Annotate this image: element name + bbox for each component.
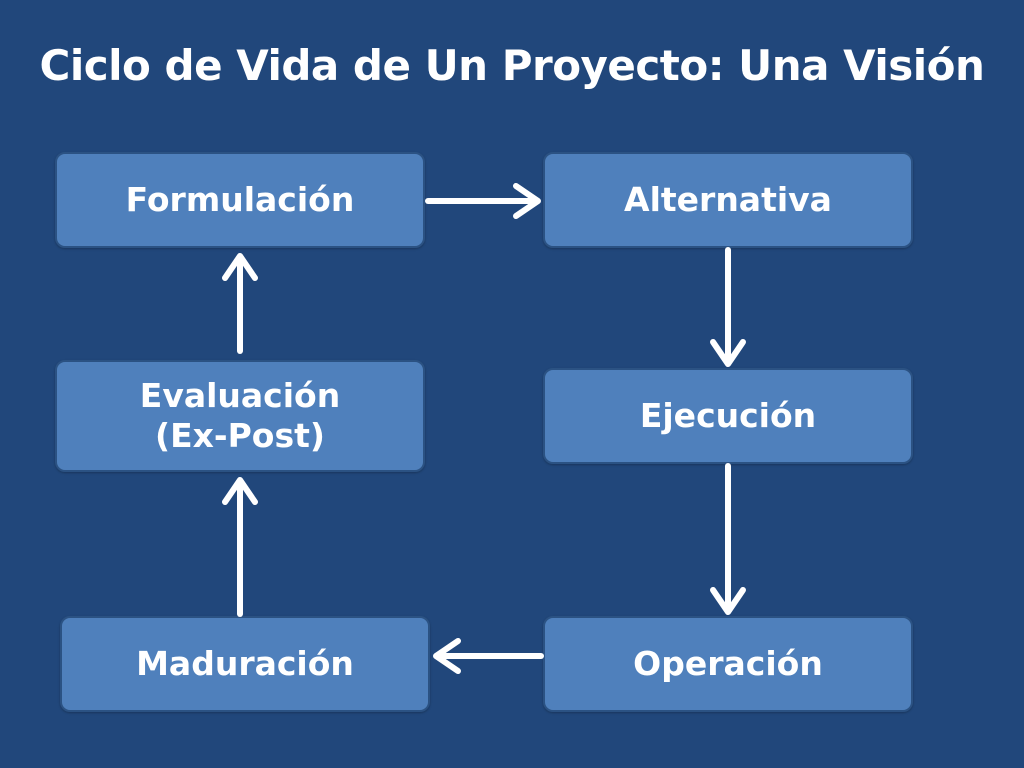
- node-maduracion: Maduración: [60, 616, 430, 712]
- arrow-evaluacion-to-formulacion: [222, 253, 258, 354]
- node-alternativa: Alternativa: [543, 152, 913, 248]
- node-formulacion: Formulación: [55, 152, 425, 248]
- node-evaluacion: Evaluación (Ex-Post): [55, 360, 425, 472]
- page-title: Ciclo de Vida de Un Proyecto: Una Visión: [39, 41, 985, 90]
- node-operacion: Operación: [543, 616, 913, 712]
- node-ejecucion: Ejecución: [543, 368, 913, 464]
- arrow-alternativa-to-ejecucion: [710, 247, 746, 367]
- node-evaluacion-label-line1: Evaluación: [139, 375, 341, 415]
- arrow-formulacion-to-alternativa: [425, 183, 541, 219]
- node-formulacion-label: Formulación: [125, 179, 355, 219]
- node-alternativa-label: Alternativa: [624, 179, 832, 219]
- node-maduracion-label: Maduración: [136, 643, 354, 683]
- node-ejecucion-label: Ejecución: [639, 395, 817, 435]
- arrow-ejecucion-to-operacion: [710, 463, 746, 615]
- node-operacion-label: Operación: [633, 643, 823, 683]
- arrow-maduracion-to-evaluacion: [222, 477, 258, 617]
- arrow-operacion-to-maduracion: [433, 638, 544, 674]
- node-evaluacion-label-line2: (Ex-Post): [155, 416, 325, 455]
